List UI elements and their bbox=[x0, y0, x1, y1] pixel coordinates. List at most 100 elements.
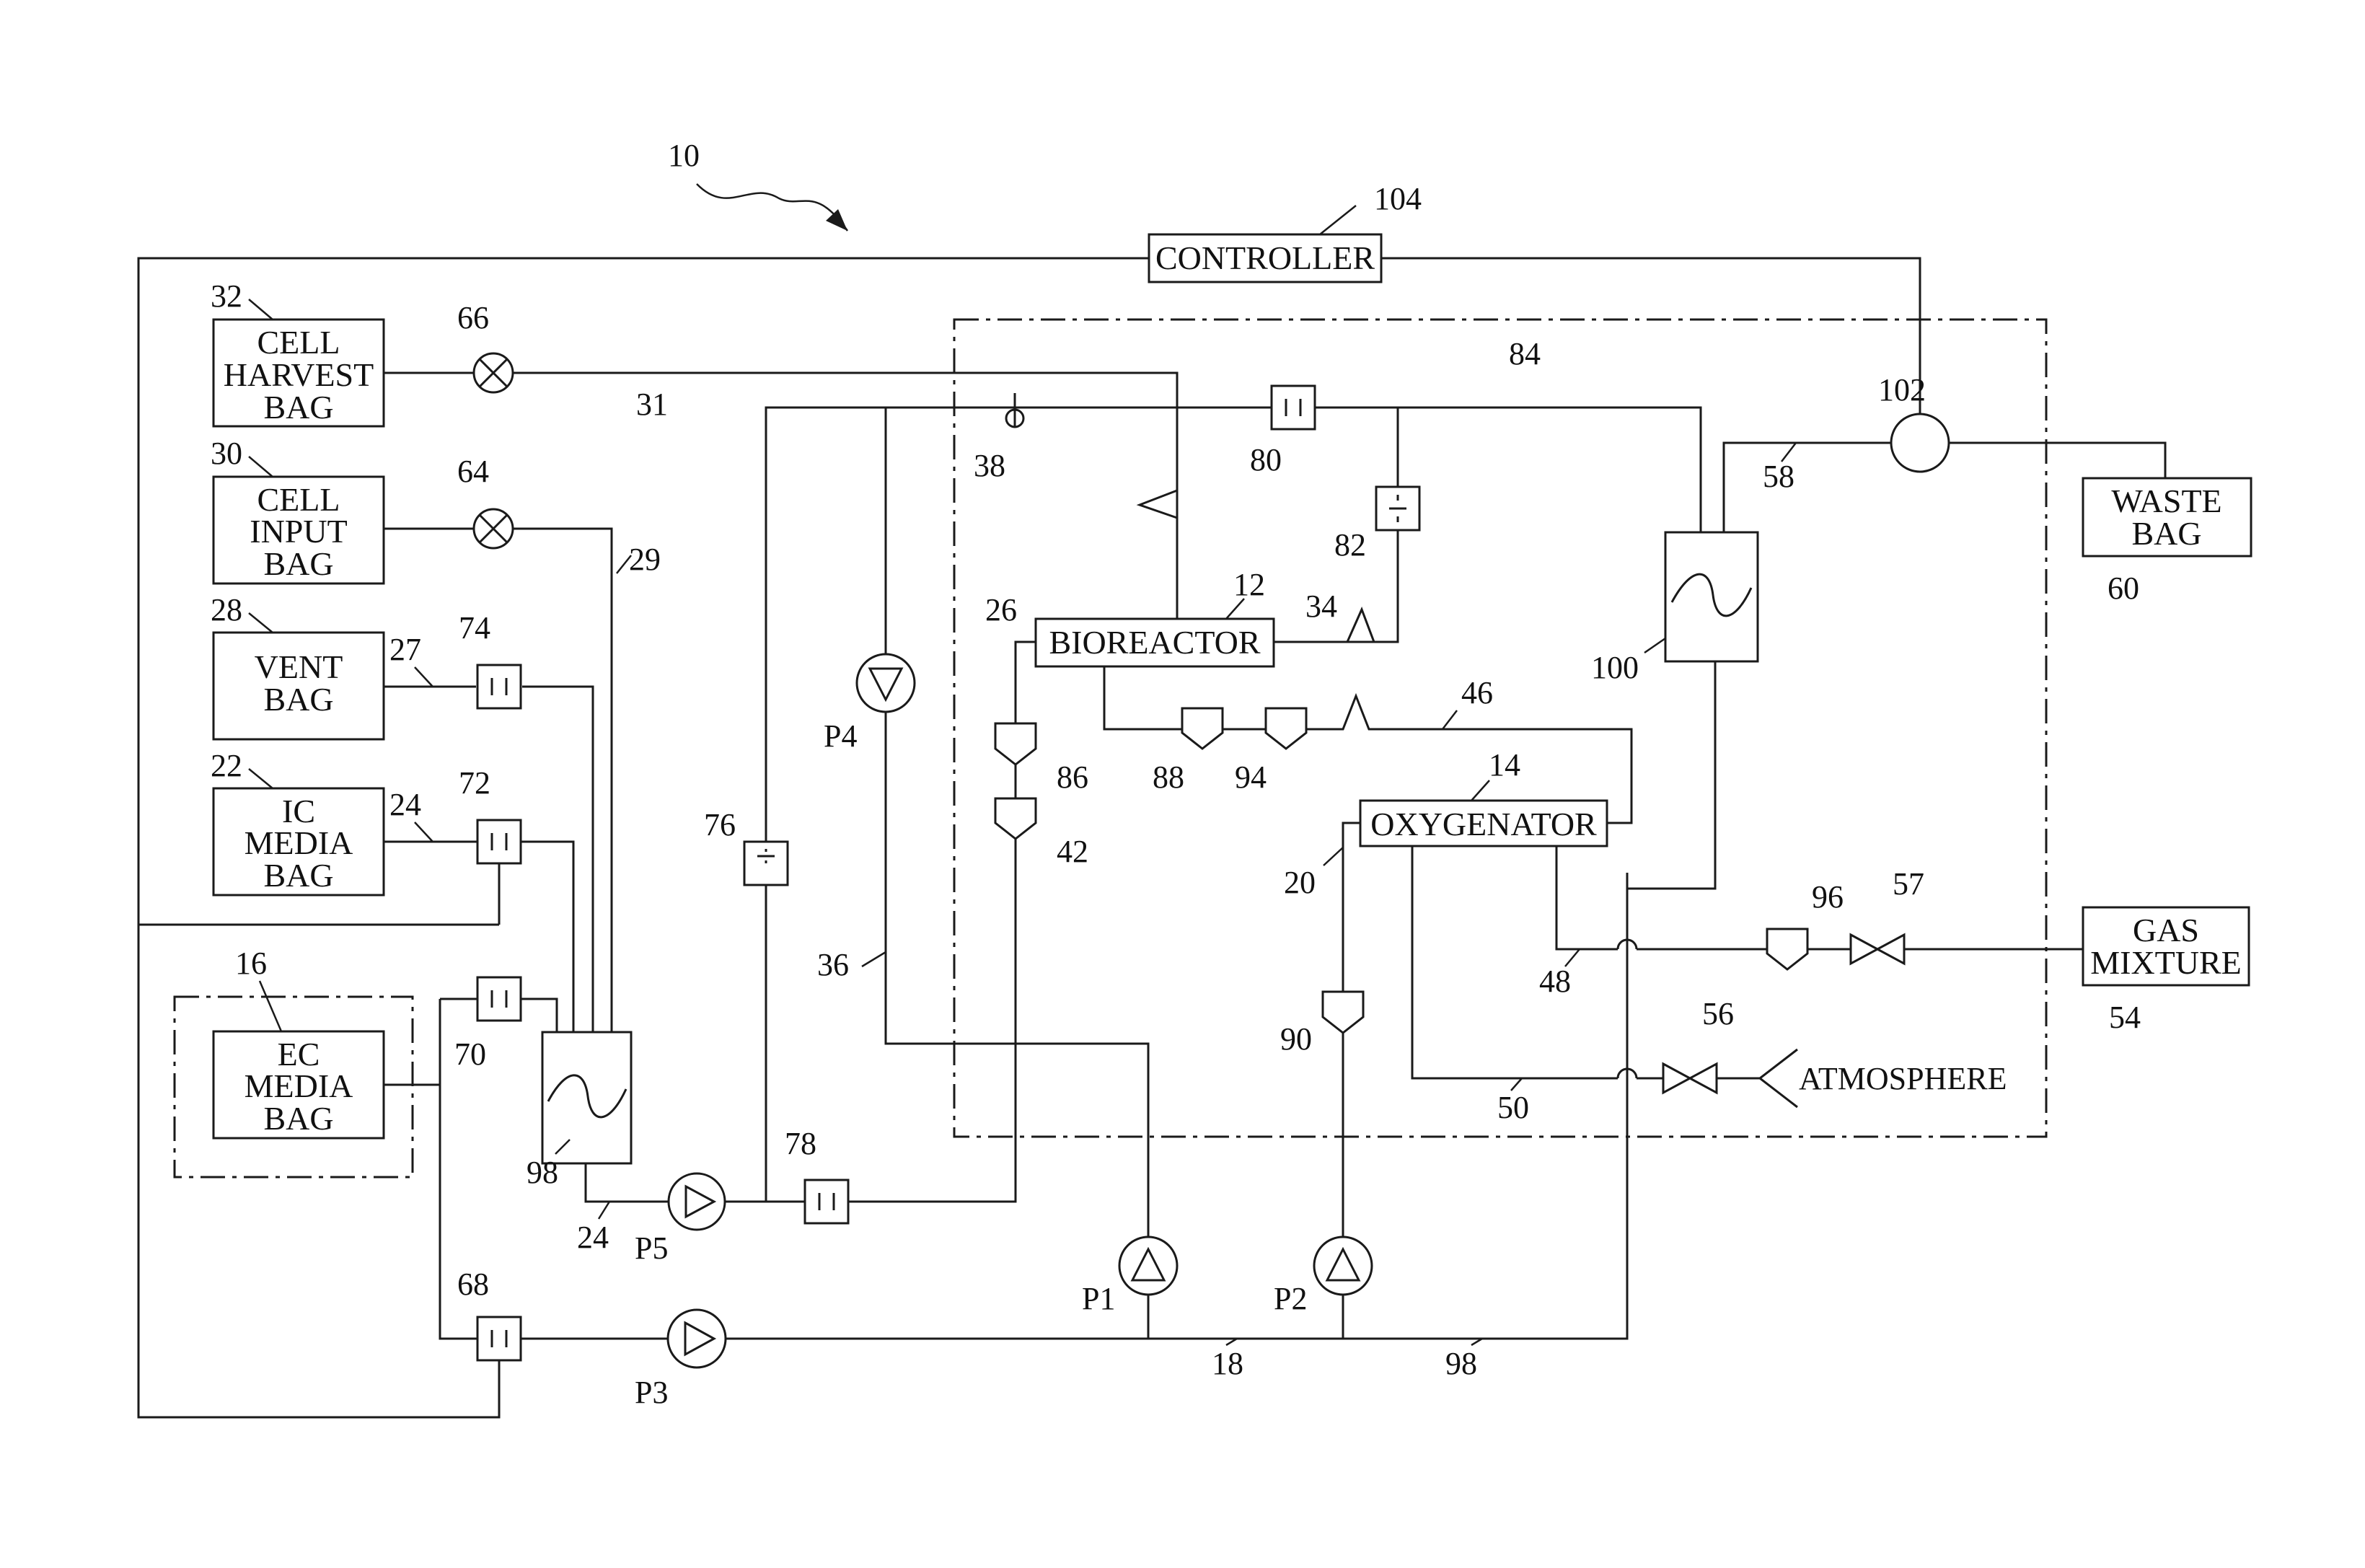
connector-80: 80 bbox=[1250, 386, 1315, 477]
ref-36: 36 bbox=[817, 947, 849, 982]
valve-90: 90 bbox=[1280, 992, 1363, 1057]
svg-text:MIXTURE: MIXTURE bbox=[2090, 944, 2242, 981]
ref-29: 29 bbox=[629, 542, 661, 577]
svg-text:22: 22 bbox=[211, 748, 242, 783]
ref-84: 84 bbox=[1509, 336, 1541, 371]
pump-P5: P5 bbox=[635, 1173, 725, 1266]
svg-text:INPUT: INPUT bbox=[250, 513, 347, 550]
vent-bag: VENT BAG 28 bbox=[211, 592, 384, 739]
valve-86: 86 bbox=[995, 723, 1088, 795]
svg-text:28: 28 bbox=[211, 592, 242, 627]
connector-82: 82 bbox=[1334, 487, 1419, 563]
svg-text:OXYGENATOR: OXYGENATOR bbox=[1370, 806, 1597, 842]
svg-text:VENT: VENT bbox=[255, 648, 343, 685]
svg-text:12: 12 bbox=[1233, 567, 1265, 602]
svg-text:HARVEST: HARVEST bbox=[224, 356, 374, 393]
pump-P1: P1 bbox=[1082, 1237, 1177, 1316]
svg-text:64: 64 bbox=[457, 454, 489, 489]
svg-text:BAG: BAG bbox=[263, 857, 333, 894]
connector-70: 70 bbox=[454, 977, 521, 1072]
svg-text:BAG: BAG bbox=[263, 1100, 333, 1137]
svg-text:66: 66 bbox=[457, 300, 489, 335]
ref-18: 18 bbox=[1212, 1346, 1243, 1381]
valve-88: 88 bbox=[1153, 708, 1223, 795]
ic-media-bag: IC MEDIA BAG 22 bbox=[211, 748, 384, 895]
svg-text:80: 80 bbox=[1250, 442, 1282, 477]
svg-text:74: 74 bbox=[459, 610, 490, 646]
svg-text:90: 90 bbox=[1280, 1021, 1312, 1057]
connector-72: 72 bbox=[459, 765, 521, 863]
ref-46: 46 bbox=[1461, 675, 1493, 710]
svg-text:88: 88 bbox=[1153, 759, 1184, 795]
svg-text:56: 56 bbox=[1702, 996, 1734, 1031]
valve-66: 66 bbox=[457, 300, 513, 392]
pump-P4: P4 bbox=[824, 654, 915, 754]
svg-text:78: 78 bbox=[785, 1126, 816, 1161]
svg-text:96: 96 bbox=[1812, 879, 1844, 915]
svg-text:BAG: BAG bbox=[2131, 515, 2201, 552]
gas-mixture: GAS MIXTURE 54 bbox=[2083, 907, 2249, 1035]
waste-bag: WASTE BAG 60 bbox=[2083, 478, 2251, 606]
svg-text:MEDIA: MEDIA bbox=[245, 824, 353, 861]
svg-text:54: 54 bbox=[2109, 1000, 2141, 1035]
svg-text:60: 60 bbox=[2108, 571, 2139, 606]
svg-text:102: 102 bbox=[1878, 372, 1926, 408]
cell-harvest-bag: CELL HARVEST BAG 32 bbox=[211, 278, 384, 426]
svg-text:86: 86 bbox=[1057, 759, 1088, 795]
valve-42: 42 bbox=[995, 798, 1088, 869]
ref-58: 58 bbox=[1763, 459, 1794, 494]
svg-text:94: 94 bbox=[1235, 759, 1267, 795]
controller-label: CONTROLLER bbox=[1155, 239, 1375, 276]
reservoir-100: 100 bbox=[1591, 532, 1758, 685]
svg-text:P4: P4 bbox=[824, 718, 857, 754]
svg-text:72: 72 bbox=[459, 765, 490, 801]
svg-text:42: 42 bbox=[1057, 834, 1088, 869]
svg-text:70: 70 bbox=[454, 1036, 486, 1072]
svg-text:38: 38 bbox=[974, 448, 1005, 483]
connector-74: 74 bbox=[459, 610, 521, 708]
figure-pointer: 10 bbox=[668, 138, 847, 231]
ref-31: 31 bbox=[636, 387, 668, 422]
ref-24a: 24 bbox=[389, 787, 421, 822]
ref-27: 27 bbox=[389, 632, 421, 667]
valve-102: 102 bbox=[1878, 372, 1949, 472]
svg-text:CELL: CELL bbox=[257, 324, 340, 361]
svg-text:68: 68 bbox=[457, 1267, 489, 1302]
ref-20: 20 bbox=[1284, 865, 1316, 900]
svg-text:WASTE: WASTE bbox=[2111, 483, 2221, 519]
svg-text:P5: P5 bbox=[635, 1230, 668, 1266]
bioreactor: BIOREACTOR 12 bbox=[1036, 567, 1274, 666]
svg-text:MEDIA: MEDIA bbox=[245, 1067, 353, 1104]
pump-P2: P2 bbox=[1274, 1237, 1372, 1316]
ref-50: 50 bbox=[1497, 1090, 1529, 1125]
figure-number: 10 bbox=[668, 138, 700, 173]
svg-text:P3: P3 bbox=[635, 1375, 668, 1410]
ic-reservoir: 98 bbox=[527, 1032, 631, 1190]
cell-input-bag: CELL INPUT BAG 30 bbox=[211, 436, 384, 583]
svg-text:BIOREACTOR: BIOREACTOR bbox=[1049, 624, 1260, 661]
ref-98b: 98 bbox=[1445, 1346, 1477, 1381]
svg-text:14: 14 bbox=[1489, 747, 1520, 783]
svg-text:100: 100 bbox=[1591, 650, 1639, 685]
svg-text:P1: P1 bbox=[1082, 1281, 1115, 1316]
oxygenator: OXYGENATOR 14 bbox=[1360, 747, 1607, 846]
ref-34: 34 bbox=[1305, 589, 1337, 624]
svg-text:GAS: GAS bbox=[2133, 912, 2199, 948]
valve-94: 94 bbox=[1235, 708, 1306, 795]
pump-P3: P3 bbox=[635, 1310, 726, 1410]
valve-96: 96 bbox=[1767, 879, 1844, 969]
svg-text:P2: P2 bbox=[1274, 1281, 1307, 1316]
ref-26: 26 bbox=[985, 592, 1017, 627]
ref-104: 104 bbox=[1374, 181, 1422, 216]
svg-text:82: 82 bbox=[1334, 527, 1366, 563]
svg-text:76: 76 bbox=[704, 807, 736, 842]
connector-78: 78 bbox=[785, 1126, 848, 1223]
connector-76: 76 bbox=[704, 807, 788, 885]
atmosphere-label: ATMOSPHERE bbox=[1799, 1061, 2007, 1096]
svg-text:BAG: BAG bbox=[263, 389, 333, 426]
ref-48: 48 bbox=[1539, 964, 1571, 999]
connector-68: 68 bbox=[457, 1267, 521, 1360]
svg-text:BAG: BAG bbox=[263, 681, 333, 718]
ref-24b: 24 bbox=[577, 1220, 609, 1255]
